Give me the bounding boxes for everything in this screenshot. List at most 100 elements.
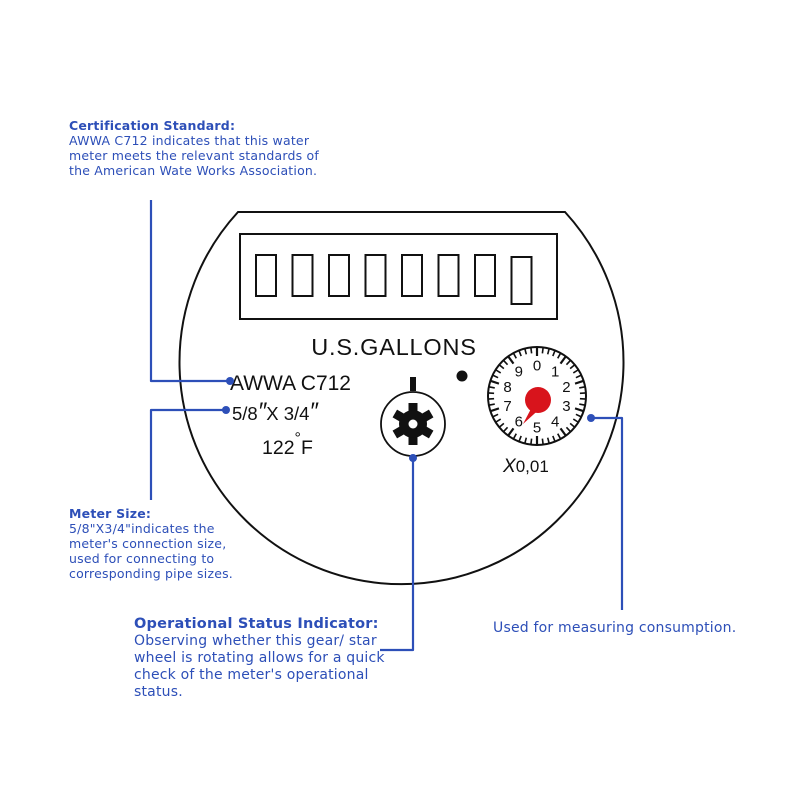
dial-tick — [502, 426, 509, 433]
dial-tick — [565, 426, 572, 433]
temperature-unit: F — [301, 437, 313, 459]
dial-tick — [575, 374, 582, 379]
dial-tick — [546, 348, 550, 355]
callout-certification-title: Certification Standard: — [69, 118, 236, 133]
temperature-label: 122°F — [262, 430, 313, 459]
unit-label: U.S.GALLONS — [311, 334, 477, 360]
star-wheel-gear-icon — [380, 377, 446, 457]
leader-dot-consumption — [587, 414, 595, 422]
dial-tick — [559, 355, 567, 365]
pointer-icon — [523, 387, 551, 424]
register-digit-box — [510, 256, 533, 305]
dial-tick — [579, 403, 586, 406]
dial-multiplier: X0,01 — [502, 456, 549, 477]
dial-tick — [569, 422, 576, 428]
dial-number: 1 — [551, 363, 559, 380]
dial-tick — [490, 379, 500, 385]
dial-tick — [524, 348, 528, 355]
dial-tick — [512, 433, 517, 440]
dial-tick — [507, 427, 515, 437]
standard-label: AWWA C712 — [230, 372, 351, 395]
dial-number: 9 — [515, 363, 523, 380]
dial-tick — [495, 369, 502, 374]
callout-meter-size-body: 5/8"X3/4"indicates the meter's connectio… — [69, 521, 233, 581]
degree-symbol: ° — [295, 430, 301, 447]
size-label: 5/8″X 3/4″ — [232, 398, 319, 425]
dial-tick — [498, 422, 505, 428]
temperature-value: 122 — [262, 437, 295, 459]
dial-tick — [495, 418, 502, 423]
register-digit-box — [364, 254, 387, 297]
dial-number: 0 — [533, 358, 541, 375]
dial-tick — [579, 386, 586, 389]
callout-certification-standard: Certification Standard: AWWA C712 indica… — [69, 118, 319, 178]
dial-tick — [512, 352, 517, 359]
dial-tick — [530, 438, 533, 445]
dial-tick — [572, 369, 579, 374]
dial-tick — [492, 413, 499, 418]
dial-tick — [490, 407, 500, 413]
callout-meter-size: Meter Size: 5/8"X3/4"indicates the meter… — [69, 506, 259, 581]
callout-consumption: Used for measuring consumption. — [493, 621, 783, 636]
register-digit-box — [255, 254, 277, 297]
callout-meter-size-title: Meter Size: — [69, 506, 152, 521]
dial-tick — [546, 437, 550, 444]
register-digit-box — [401, 254, 423, 297]
dial-tick — [492, 374, 499, 379]
dial-tick — [541, 438, 544, 445]
inch-mark-1: ″ — [258, 398, 268, 425]
dial-multiplier-value: 0,01 — [516, 457, 549, 476]
dial-tick — [559, 427, 567, 437]
callout-certification-body: AWWA C712 indicates that this water mete… — [69, 133, 319, 178]
dial-number: 8 — [503, 379, 511, 396]
size-label-part1: 5/8 — [232, 403, 258, 424]
dial-tick — [574, 407, 584, 413]
dial-multiplier-x: X — [502, 456, 517, 477]
leader-line-certification — [149, 200, 230, 383]
callout-consumption-body: Used for measuring consumption. — [493, 620, 737, 636]
dial-number: 6 — [515, 414, 523, 431]
dial-number: 5 — [533, 420, 541, 437]
dial-number: 2 — [562, 379, 570, 396]
gear-tooth — [408, 403, 418, 415]
dial-tick — [557, 433, 562, 440]
gear-icon — [392, 403, 434, 445]
leader-line-status — [380, 457, 415, 652]
dial-tick — [530, 347, 533, 354]
callout-status-body: Observing whether this gear/ star wheel … — [134, 633, 385, 700]
dial-tick — [498, 364, 505, 370]
indicator-dot — [456, 370, 468, 382]
dial-tick — [572, 418, 579, 423]
dial-number: 3 — [562, 398, 570, 415]
dial-number: 7 — [503, 398, 511, 415]
dial-tick — [507, 355, 515, 365]
gear-hole — [408, 419, 418, 429]
leader-line-meter-size — [149, 408, 226, 500]
dial-tick — [518, 350, 522, 357]
register-window — [239, 233, 558, 320]
register-digit-box — [474, 254, 496, 297]
dial-tick — [552, 435, 556, 442]
register-digit-box — [437, 254, 460, 297]
callout-status-title: Operational Status Indicator: — [134, 616, 379, 632]
dial-tick — [557, 352, 562, 359]
inch-mark-2: ″ — [309, 398, 319, 425]
dial-tick — [524, 437, 528, 444]
leader-dot-status — [409, 454, 417, 462]
dial-tick — [518, 435, 522, 442]
gear-tooth — [408, 433, 418, 445]
register-digit-box — [291, 254, 314, 297]
dial-tick — [575, 413, 582, 418]
register-digit-box — [328, 254, 350, 297]
dial-needle-hub — [525, 387, 551, 413]
dial-tick — [565, 359, 572, 366]
dial-tick — [488, 386, 495, 389]
leader-dot-meter-size — [222, 406, 230, 414]
leader-dot-certification — [226, 377, 234, 385]
dial-ticks — [488, 347, 586, 445]
dial-tick — [569, 364, 576, 370]
register-digits — [255, 254, 533, 305]
